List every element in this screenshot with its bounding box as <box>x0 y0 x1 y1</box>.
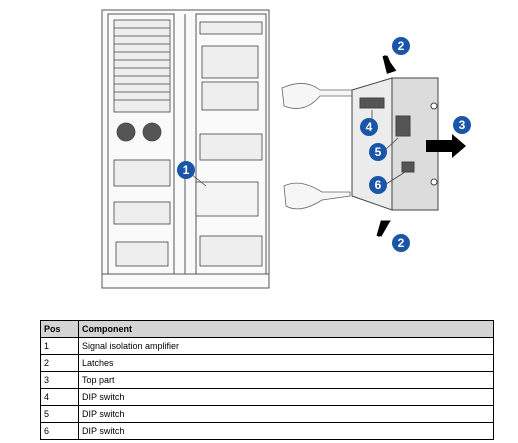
header-component: Component <box>78 320 494 338</box>
position-marker-6: 6 <box>369 176 387 194</box>
row-component: DIP switch <box>78 388 494 406</box>
table-row: 3 Top part <box>40 371 494 389</box>
row-pos: 4 <box>40 388 79 406</box>
svg-text:2: 2 <box>398 236 405 250</box>
cable-bundle-bottom <box>283 182 351 210</box>
component-table: Pos Component 1 Signal isolation amplifi… <box>40 320 494 440</box>
signal-isolation-amplifier <box>351 77 439 211</box>
table-row: 5 DIP switch <box>40 405 494 423</box>
row-component: Latches <box>78 354 494 372</box>
row-pos: 1 <box>40 337 79 355</box>
position-marker-5: 5 <box>369 143 387 161</box>
row-component: DIP switch <box>78 405 494 423</box>
row-component: Top part <box>78 371 494 389</box>
position-marker-1: 1 <box>177 161 195 179</box>
table-row: 2 Latches <box>40 354 494 372</box>
svg-text:3: 3 <box>459 118 466 132</box>
cable-bundle-top <box>281 83 353 109</box>
table-row: 4 DIP switch <box>40 388 494 406</box>
row-pos: 3 <box>40 371 79 389</box>
row-component: DIP switch <box>78 422 494 440</box>
row-pos: 5 <box>40 405 79 423</box>
svg-text:5: 5 <box>375 145 382 159</box>
svg-text:2: 2 <box>398 39 405 53</box>
push-arrow-bottom <box>376 220 391 237</box>
svg-text:6: 6 <box>375 178 382 192</box>
push-arrow-top <box>382 55 397 74</box>
position-marker-2-bottom: 2 <box>392 234 410 252</box>
svg-text:4: 4 <box>366 120 373 134</box>
remove-arrow <box>426 134 466 158</box>
row-component: Signal isolation amplifier <box>78 337 494 355</box>
row-pos: 6 <box>40 422 79 440</box>
position-marker-2-top: 2 <box>392 37 410 55</box>
cabinet-figure: 1 2 2 3 4 5 6 <box>101 9 471 289</box>
svg-text:1: 1 <box>183 163 190 177</box>
table-header-row: Pos Component <box>40 320 494 338</box>
position-marker-4: 4 <box>360 118 378 136</box>
table-row: 6 DIP switch <box>40 422 494 440</box>
position-marker-3: 3 <box>453 116 471 134</box>
header-pos: Pos <box>40 320 79 338</box>
control-cabinet <box>101 9 270 289</box>
table-row: 1 Signal isolation amplifier <box>40 337 494 355</box>
row-pos: 2 <box>40 354 79 372</box>
